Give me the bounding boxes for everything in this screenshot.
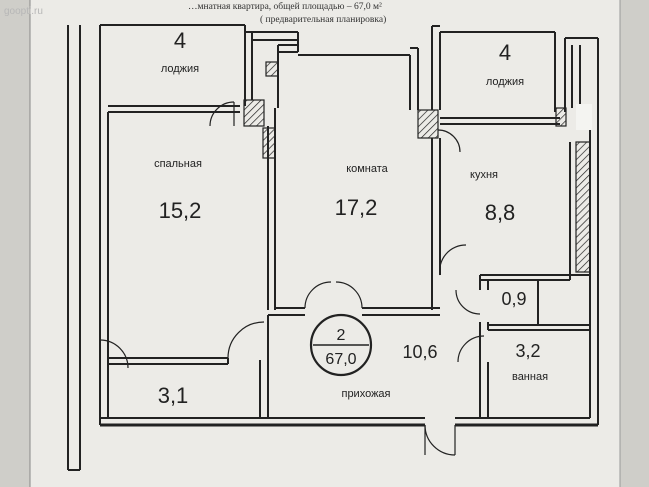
bathroom-area: 3,2	[515, 341, 540, 361]
wc-area: 0,9	[501, 289, 526, 309]
kitchen-label: кухня	[470, 169, 498, 181]
left-loggia-walls	[108, 25, 299, 127]
central-room-walls	[262, 47, 441, 316]
binder-shadow-left	[0, 0, 30, 487]
loggia-left-label: лоджия	[161, 63, 199, 75]
unit-badge: 2 67,0	[309, 313, 373, 377]
hallway-label: прихожая	[341, 388, 390, 400]
watermark: goopti.ru	[4, 6, 43, 17]
bedroom-area: 15,2	[159, 198, 202, 223]
header-line-1: …мнатная квартира, общей площадью – 67,0…	[188, 1, 382, 12]
kitchen-area: 8,8	[485, 200, 516, 225]
closet-area: 3,1	[158, 383, 189, 408]
binder-shadow-right	[620, 0, 649, 487]
room-area: 17,2	[335, 195, 378, 220]
right-loggia-walls	[431, 25, 598, 130]
header-line-2: ( предварительная планировка)	[260, 14, 386, 25]
hallway-area: 10,6	[402, 342, 437, 362]
room-label: комната	[346, 163, 388, 175]
loggia-left-area: 4	[174, 28, 186, 53]
bathroom-label: ванная	[512, 371, 548, 383]
unit-rooms-count: 2	[337, 327, 346, 344]
loggia-right-label: лоджия	[486, 76, 524, 88]
service-rooms-walls	[479, 141, 591, 418]
bedroom-label: спальная	[154, 158, 202, 170]
doors	[99, 101, 485, 456]
unit-total-area: 67,0	[325, 351, 356, 368]
loggia-right-area: 4	[499, 40, 511, 65]
hallway-walls	[107, 270, 269, 418]
